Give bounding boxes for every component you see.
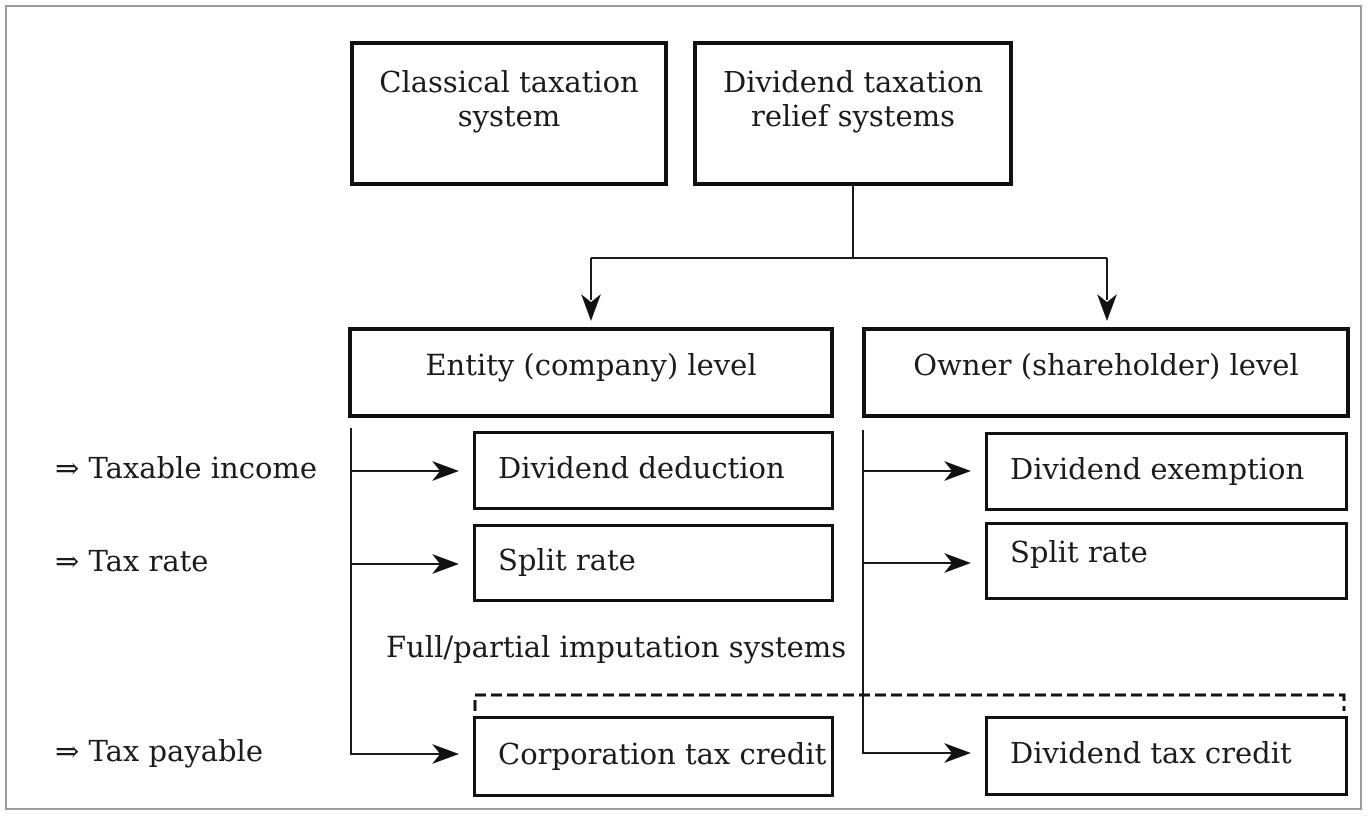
box-classical-system-line1: Classical taxation — [379, 65, 639, 99]
label-tax-rate-text: ⇒ Tax rate — [55, 544, 209, 578]
owner-branch-arrowhead-2-icon — [944, 553, 971, 573]
box-dividend-tax-credit-label: Dividend tax credit — [1010, 736, 1292, 770]
box-owner-level: Owner (shareholder) level — [862, 327, 1350, 418]
owner-trunk-line — [862, 430, 954, 754]
box-corporation-tax-credit: Corporation tax credit — [473, 716, 834, 797]
box-dividend-deduction: Dividend deduction — [473, 431, 834, 510]
box-split-rate-owner: Split rate — [985, 522, 1348, 600]
box-dividend-deduction-label: Dividend deduction — [498, 450, 785, 485]
box-entity-level-label: Entity (company) level — [425, 347, 757, 382]
box-dividend-relief-line2: relief systems — [750, 99, 956, 133]
label-imputation-note: Full/partial imputation systems — [386, 629, 846, 665]
box-entity-level: Entity (company) level — [348, 327, 834, 418]
label-tax-payable: ⇒ Tax payable — [55, 733, 263, 769]
box-dividend-relief: Dividend taxation relief systems — [693, 41, 1013, 186]
entity-branch-arrowhead-2-icon — [432, 554, 459, 574]
label-taxable-income: ⇒ Taxable income — [55, 450, 317, 486]
owner-branch-arrowhead-1-icon — [944, 461, 971, 481]
imputation-dashed-bracket — [473, 693, 1346, 711]
box-owner-level-label: Owner (shareholder) level — [913, 347, 1299, 382]
box-corporation-tax-credit-label: Corporation tax credit — [498, 736, 827, 771]
label-taxable-income-text: ⇒ Taxable income — [55, 451, 318, 485]
box-split-rate-entity: Split rate — [473, 524, 834, 602]
box-dividend-relief-line1: Dividend taxation — [722, 65, 984, 99]
box-classical-system: Classical taxation system — [350, 41, 668, 186]
box-split-rate-owner-label: Split rate — [1010, 535, 1148, 569]
entity-branch-arrowhead-1-icon — [432, 461, 459, 481]
box-classical-system-line2: system — [457, 99, 561, 133]
owner-branch-arrowhead-3-icon — [944, 743, 971, 763]
entity-trunk-line — [350, 428, 442, 755]
entity-branch-arrowhead-3-icon — [432, 744, 459, 764]
owner-arrowhead-icon — [1097, 294, 1117, 321]
box-dividend-tax-credit: Dividend tax credit — [985, 716, 1348, 796]
label-imputation-note-text: Full/partial imputation systems — [386, 630, 847, 664]
label-tax-rate: ⇒ Tax rate — [55, 543, 208, 579]
box-dividend-exemption-label: Dividend exemption — [1010, 451, 1305, 486]
box-split-rate-entity-label: Split rate — [498, 543, 636, 577]
entity-arrowhead-icon — [581, 294, 601, 321]
box-dividend-exemption: Dividend exemption — [985, 432, 1348, 511]
label-tax-payable-text: ⇒ Tax payable — [55, 734, 263, 768]
